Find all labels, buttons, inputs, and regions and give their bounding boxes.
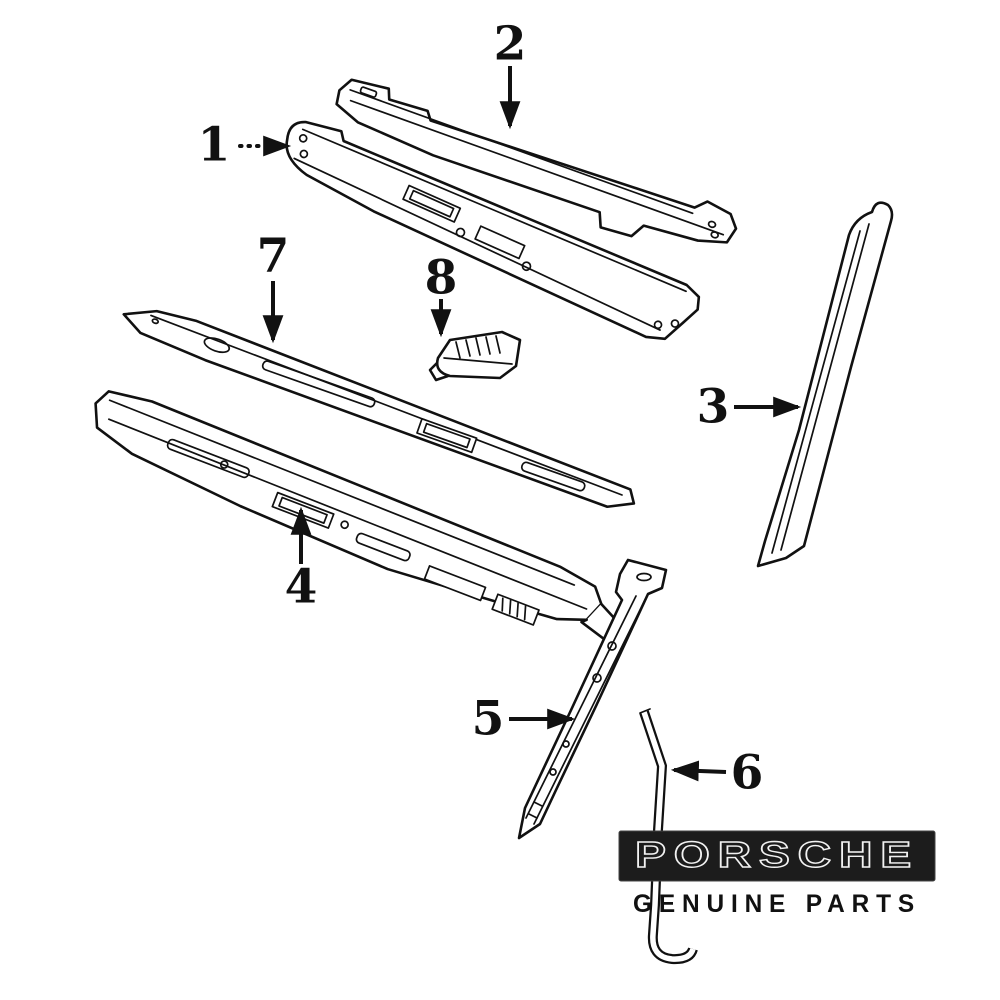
callout-3-label: 3	[696, 379, 730, 435]
callout-6-arrow	[670, 760, 727, 782]
part-illustration-8	[428, 330, 522, 382]
part-illustration-4	[94, 390, 621, 641]
part-illustration-2	[335, 78, 738, 244]
part-illustration-5	[517, 558, 668, 840]
porsche-genuine-parts-logo: PORSCHE GENUINE PARTS	[618, 830, 936, 918]
part-illustration-1	[285, 120, 701, 341]
part-illustration-3	[756, 201, 894, 568]
callout-5-label: 5	[471, 691, 505, 747]
genuine-parts-label: GENUINE PARTS	[633, 890, 921, 918]
callout-4-label: 4	[284, 559, 318, 615]
callout-6-label: 6	[730, 745, 764, 801]
porsche-wordmark: PORSCHE	[635, 834, 919, 875]
callout-1-label: 1	[197, 117, 231, 173]
callout-8-label: 8	[424, 250, 458, 306]
callout-2-label: 2	[493, 16, 527, 72]
callout-7-label: 7	[256, 228, 290, 284]
porsche-logo-bar	[618, 830, 936, 882]
part-illustration-6	[639, 708, 698, 965]
part-illustration-7	[122, 309, 636, 509]
